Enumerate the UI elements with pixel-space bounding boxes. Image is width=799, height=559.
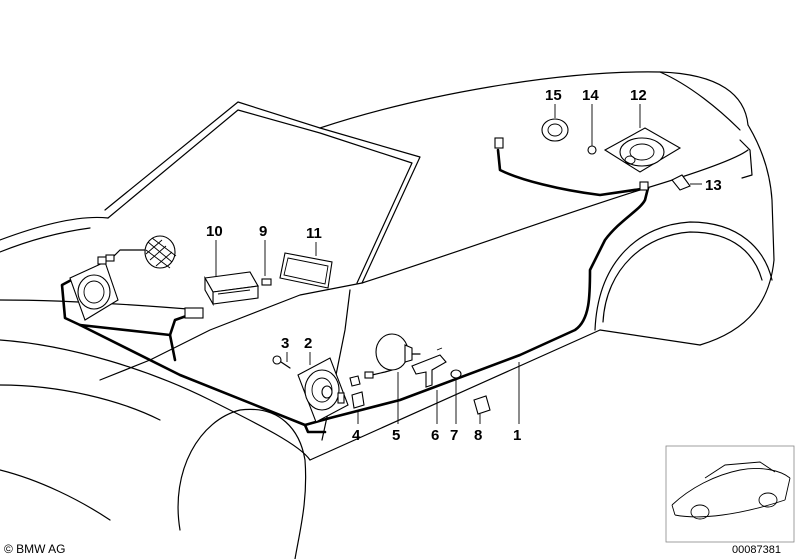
door-speaker: [297, 357, 349, 423]
clip-part-4: [349, 375, 365, 409]
callout-5: 5: [392, 427, 400, 444]
rear-speaker-grille: [541, 118, 569, 142]
bass-speaker: [364, 333, 421, 379]
screw-part-3: [272, 355, 291, 369]
car-thumbnail-icon: [665, 445, 795, 543]
callout-7: 7: [450, 427, 458, 444]
leader-lines: [215, 104, 702, 424]
nut-part-7: [450, 369, 462, 379]
callout-11: 11: [306, 225, 322, 242]
callout-4: 4: [352, 427, 361, 444]
left-front-speaker: [69, 256, 119, 321]
callout-2: 2: [304, 335, 312, 352]
callout-10: 10: [206, 223, 223, 240]
callout-6: 6: [431, 427, 439, 444]
clip-part-8: [473, 395, 491, 415]
roof-connector: [494, 137, 504, 149]
clip-part-13: [671, 174, 691, 191]
cover-panel: [279, 252, 333, 289]
copyright-text: © BMW AG: [4, 542, 66, 556]
callout-1: 1: [513, 427, 521, 444]
screw-part-14: [587, 145, 597, 155]
callout-3: 3: [281, 335, 289, 352]
wiring-harness: [60, 148, 650, 434]
car-body-outline: [0, 71, 775, 559]
callout-12: 12: [630, 87, 647, 104]
diagram-part-number: 00087381: [732, 544, 781, 556]
clip-part-9: [261, 278, 272, 286]
callout-9: 9: [259, 223, 267, 240]
callout-15: 15: [545, 87, 562, 104]
callout-14: 14: [582, 87, 599, 104]
tweeter-grille: [105, 235, 177, 269]
callout-8: 8: [474, 427, 482, 444]
rear-speaker: [603, 127, 682, 191]
radio-holder: [184, 271, 259, 319]
bracket: [411, 347, 447, 388]
callout-13: 13: [705, 177, 722, 194]
